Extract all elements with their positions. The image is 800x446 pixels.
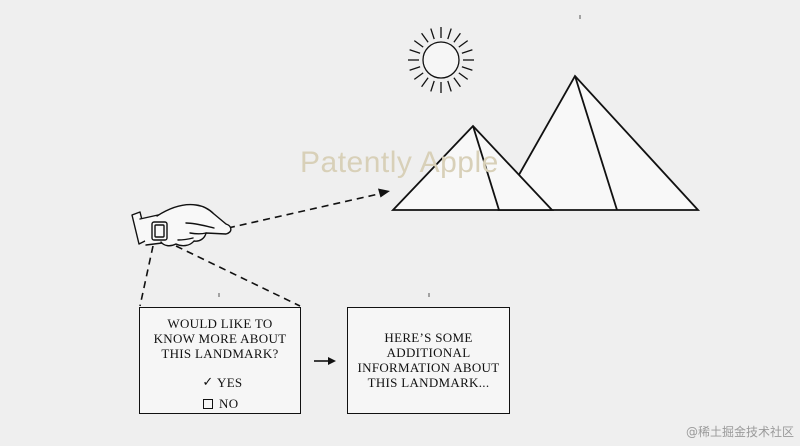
info-line-1: HERE’S SOME [384, 330, 473, 345]
landmark-prompt-panel: WOULD LIKE TO KNOW MORE ABOUT THIS LANDM… [139, 307, 301, 414]
sun-ray [461, 49, 473, 54]
small-pyramid-edge [472, 125, 500, 211]
sun-ray [409, 66, 421, 71]
info-line-2: ADDITIONAL [386, 345, 471, 360]
sun-icon [408, 27, 474, 93]
info-line-3: INFORMATION ABOUT [357, 360, 500, 375]
checkmark-icon: ✓ [202, 375, 214, 390]
info-line-4: THIS LANDMARK... [367, 375, 490, 390]
sun-ray [413, 40, 424, 48]
source-credit: @稀土掘金技术社区 [685, 425, 794, 439]
large-pyramid-edge [574, 75, 618, 211]
hand-with-watch-icon [131, 203, 232, 247]
option-no[interactable]: NO [202, 396, 300, 411]
sun-ray [421, 77, 429, 88]
watermark-text: Patently Apple [300, 146, 499, 179]
reference-ticks [218, 15, 581, 297]
pointing-arrowhead-icon [378, 188, 390, 198]
prompt-line-3: THIS LANDMARK? [161, 346, 279, 361]
sun-ray [421, 32, 429, 43]
sun-ray [430, 28, 435, 40]
smartwatch-icon [151, 221, 168, 241]
sun-ray [447, 28, 452, 40]
option-yes-label: YES [217, 375, 243, 390]
prompt-line-1: WOULD LIKE TO [167, 316, 273, 331]
pointing-line [227, 188, 390, 229]
sun-ray [453, 32, 461, 43]
large-pyramid [497, 74, 701, 211]
sun-ray [458, 72, 469, 80]
sun-ray [461, 66, 473, 71]
next-step-arrow-icon [314, 357, 336, 365]
small-pyramid [390, 124, 555, 211]
callout-lines [139, 245, 301, 307]
empty-checkbox-icon[interactable] [203, 398, 213, 409]
landmark-info-panel: HERE’S SOME ADDITIONAL INFORMATION ABOUT… [347, 307, 510, 414]
sun-ray [458, 40, 469, 48]
pyramids-landmark [390, 74, 701, 211]
sun-ray [430, 80, 435, 92]
sun-ray [409, 49, 421, 54]
sun-ray [413, 72, 424, 80]
prompt-line-2: KNOW MORE ABOUT [153, 331, 287, 346]
option-yes[interactable]: ✓ YES [202, 375, 300, 390]
sun-ray [453, 77, 461, 88]
sun-ray [447, 80, 452, 92]
option-no-label: NO [219, 396, 239, 411]
